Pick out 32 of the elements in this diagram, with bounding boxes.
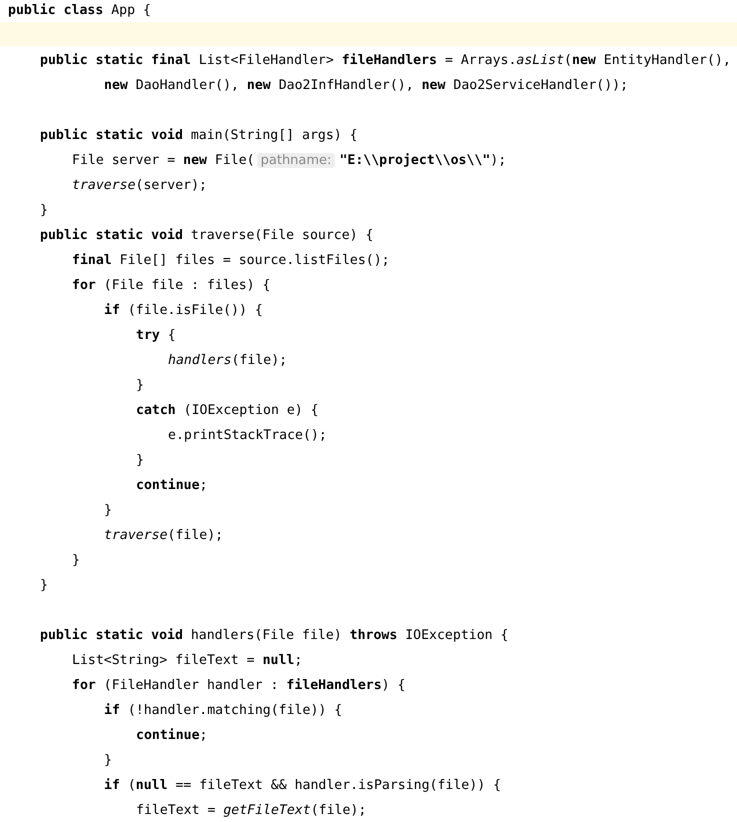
code-line: } [40, 578, 48, 592]
code-line: for (File file : files) { [72, 278, 270, 292]
code-line: public static final List<FileHandler> fileHandlers = Arrays.asList(new EntityHandler(), [40, 52, 731, 68]
code-line: final File[] files = source.listFiles(); [72, 252, 390, 268]
code-line: continue; [136, 478, 208, 492]
code-line: public static void traverse(File source) { [40, 228, 374, 242]
code-line: traverse(server); [72, 178, 207, 192]
code-line: for (FileHandler handler : fileHandlers) { [72, 678, 406, 692]
code-line: if (file.isFile()) { [104, 302, 263, 318]
code-line: handlers(file); [168, 352, 288, 368]
code-line: new DaoHandler(), new Dao2InfHandler(), new Dao2ServiceHandler()); [104, 78, 628, 92]
code-line: public class App { [8, 2, 151, 18]
code-line: public static void handlers(File file) throws IOException { [40, 628, 508, 642]
parameter-hint: pathname: [256, 152, 336, 168]
code-line: public static void main(String[] args) { [40, 128, 358, 142]
code-line: } [72, 552, 80, 568]
code-line: if (null == fileText && handler.isParsing(file)) { [104, 778, 502, 792]
code-line: List<String> fileText = null; [72, 652, 302, 668]
code-line: if (!handler.matching(file)) { [104, 702, 342, 718]
code-line: } [136, 378, 144, 392]
code-line: traverse(file); [104, 528, 224, 542]
code-line: } [104, 752, 112, 768]
code-line: File server = new File( [72, 152, 255, 168]
code-line: try { [136, 328, 176, 342]
code-line: "E:\\project\\os\\"); [339, 152, 506, 168]
code-line: catch (IOException e) { [136, 402, 319, 418]
code-line: e.printStackTrace(); [168, 428, 327, 442]
code-line: } [136, 452, 144, 468]
code-line: fileText = getFileText(file); [136, 802, 366, 818]
code-line: } [40, 202, 48, 218]
code-line: } [104, 502, 112, 518]
code-line: continue; [136, 728, 208, 742]
